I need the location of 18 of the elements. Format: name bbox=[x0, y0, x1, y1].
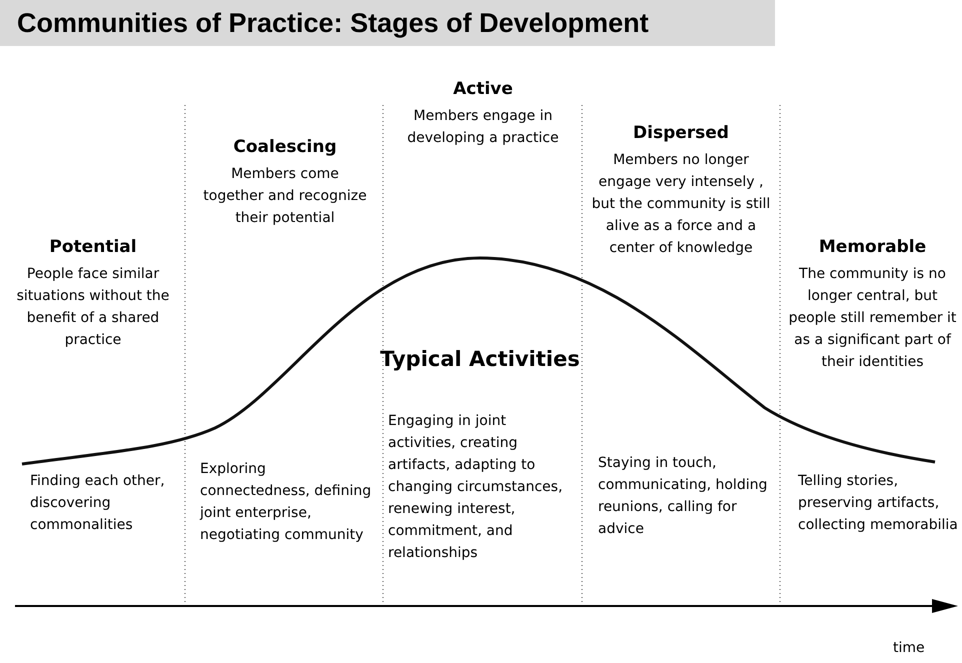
stage-heading: Active bbox=[452, 78, 514, 100]
title-bar: Communities of Practice: Stages of Development bbox=[0, 0, 775, 46]
stage-heading: Memorable bbox=[818, 236, 928, 258]
stage-heading: Dispersed bbox=[632, 122, 730, 144]
stage-text: Members no longer engage very intensely , but the community is still alive as a force and a center of knowledge bbox=[590, 151, 772, 258]
stage-text: People face similar situations without the benefit of a shared practice bbox=[16, 265, 170, 350]
stage-text: Members come together and recognize their potential bbox=[202, 165, 368, 228]
stage-text: Engaging in joint activities, creating artifacts, adapting to changing circumstances, renewing interest, commitment, and relationships bbox=[388, 412, 564, 563]
axis-label: time bbox=[893, 639, 926, 658]
stage-text: Members engage in developing a practice bbox=[406, 107, 560, 148]
stage-heading: Potential bbox=[48, 236, 138, 258]
stage-text: Finding each other, discovering commonalities bbox=[30, 472, 166, 535]
stage-heading: Coalescing bbox=[232, 136, 338, 158]
stage-text: Exploring connectedness, defining joint enterprise, negotiating community bbox=[200, 460, 372, 545]
stage-text: The community is no longer central, but people still remember it as a significant part of their identities bbox=[788, 265, 958, 372]
stage-text: Telling stories, preserving artifacts, collecting memorabilia bbox=[798, 472, 958, 535]
section-heading: Typical Activities bbox=[379, 348, 581, 370]
stage-text: Staying in touch, communicating, holding reunions, calling for advice bbox=[598, 454, 768, 539]
